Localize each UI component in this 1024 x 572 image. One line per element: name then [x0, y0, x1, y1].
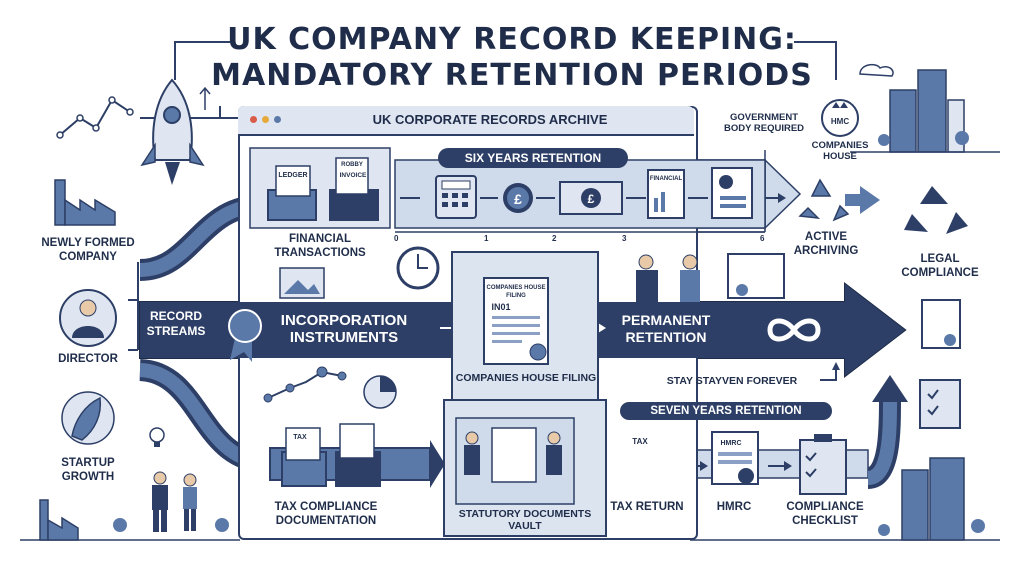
hmrc-document-icon: [711, 431, 759, 485]
pound-document-icon: [711, 167, 753, 219]
window-close-dot: [250, 116, 257, 123]
recycle-icon: [798, 178, 850, 222]
newly-formed-company-label: NEWLY FORMED COMPANY: [41, 237, 135, 263]
permanent-retention-label: PERMANENT RETENTION: [621, 312, 711, 345]
startup-rocket-icon: [61, 391, 115, 445]
tick-2: 2: [552, 234, 557, 243]
bottom-buildings-icon: [901, 457, 965, 541]
hmc-seal-label: HMC: [830, 117, 850, 126]
archive-window-title: UK CORPORATE RECORDS ARCHIVE: [372, 112, 608, 127]
cloud-icon: [859, 63, 894, 77]
title-connector-left: [174, 41, 230, 80]
seven-years-banner: SEVEN YEARS RETENTION: [620, 402, 832, 420]
legal-compliance-recycle-icon: [904, 186, 968, 234]
filing-doc-header: COMPANIES HOUSE FILING: [486, 285, 546, 299]
hmrc-label: HMRC: [716, 501, 752, 513]
director-avatar: [59, 289, 117, 347]
archive-window-titlebar: [238, 106, 694, 136]
companies-house-label: COMPANIES HOUSE: [811, 140, 869, 162]
statutory-vault-label: STATUTORY DOCUMENTS VAULT: [458, 508, 592, 532]
tax-return-doc-label: TAX: [632, 437, 648, 446]
hmrc-doc-label: HMRC: [720, 440, 742, 447]
window-maximize-dot: [274, 116, 281, 123]
filing-doc-code: IN01: [491, 302, 511, 312]
rocket-icon: [140, 78, 205, 185]
companies-house-filing-label: COMPANIES HOUSE FILING: [455, 372, 597, 384]
window-minimize-dot: [262, 116, 269, 123]
director-label: DIRECTOR: [58, 353, 118, 365]
six-years-banner: SIX YEARS RETENTION: [438, 148, 628, 168]
tax-doc-label: TAX: [293, 434, 307, 441]
record-streams-label: RECORD STREAMS: [146, 309, 206, 338]
city-buildings-icon: [889, 69, 965, 153]
government-body-label: GOVERNMENT BODY REQUIRED: [723, 112, 805, 134]
tick-6: 6: [760, 234, 765, 243]
compliance-checklist-label: COMPLIANCE CHECKLIST: [786, 501, 864, 527]
legal-compliance-label: LEGAL COMPLIANCE: [901, 253, 979, 279]
tick-0: 0: [394, 234, 399, 243]
title-line-2: MANDATORY RETENTION PERIODS: [211, 58, 813, 93]
invoice-doc-label: INVOICE: [339, 172, 367, 179]
tax-return-label: TAX RETURN: [610, 501, 684, 513]
compliance-checklist-icon: [799, 434, 847, 495]
tick-1: 1: [484, 234, 489, 243]
left-bracket: [128, 262, 139, 351]
financial-transactions-label: FINANCIAL TRANSACTIONS: [274, 233, 366, 259]
document-check-icon: [921, 299, 961, 349]
robby-doc-label: ROBBY: [341, 162, 363, 168]
active-archiving-label: ACTIVE ARCHIVING: [793, 231, 859, 257]
title-line-1: UK COMPANY RECORD KEEPING:: [227, 22, 797, 57]
ledger-doc-label: LEDGER: [278, 172, 308, 179]
incorporation-instruments-label: INCORPORATION INSTRUMENTS: [280, 312, 408, 346]
checklist-edit-icon: [919, 379, 961, 429]
plant-icons: [113, 131, 985, 536]
factory-icon: [54, 179, 116, 226]
hmc-seal-icon: [821, 99, 859, 137]
business-people-icon: [152, 471, 197, 532]
stay-forever-label: STAY STAYVEN FOREVER: [666, 375, 798, 387]
financial-doc-label: FINANCIAL: [649, 176, 683, 182]
title-connector-right: [794, 41, 837, 80]
tax-compliance-label: TAX COMPLIANCE DOCUMENTATION: [274, 501, 378, 527]
tick-3: 3: [622, 234, 627, 243]
lightbulb-icon: [149, 427, 165, 447]
startup-growth-label: STARTUP GROWTH: [61, 457, 115, 483]
